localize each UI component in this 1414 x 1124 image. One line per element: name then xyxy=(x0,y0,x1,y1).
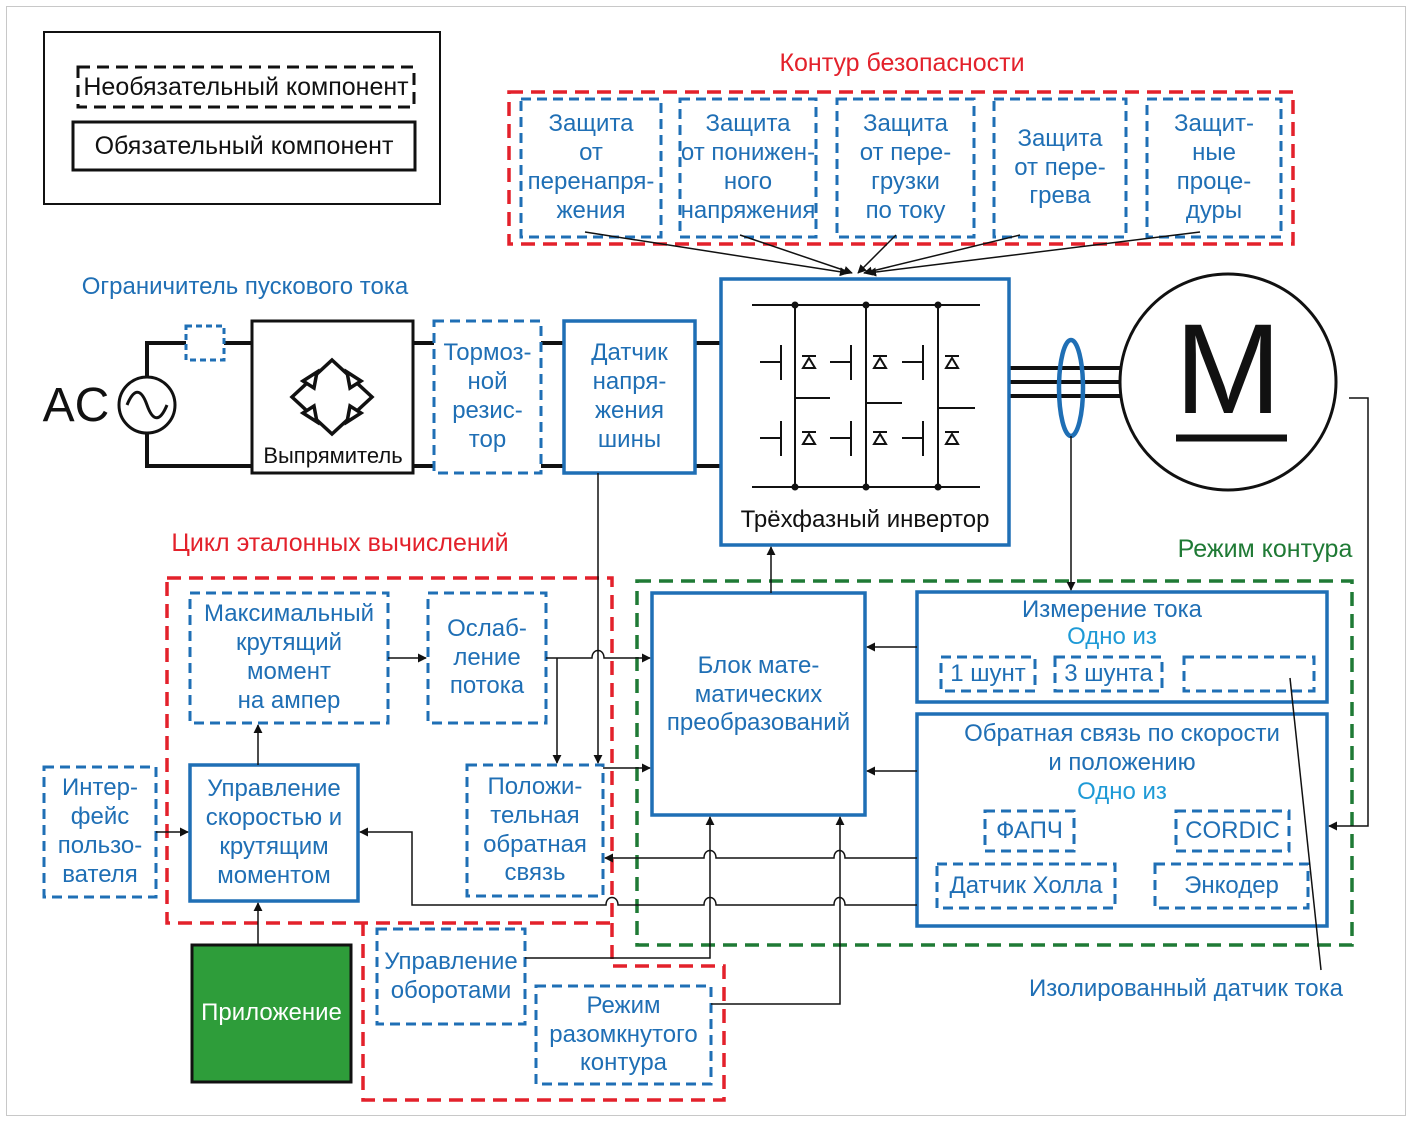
field-weakening-label: Ослаб- ление потока xyxy=(447,614,527,700)
safety-loop-title: Контур безопасности xyxy=(779,49,1025,77)
inverter-label: Трёхфазный инвертор xyxy=(740,505,990,533)
open-loop-label: Режим разомкнутого контура xyxy=(549,991,698,1077)
rectifier-box xyxy=(250,319,415,475)
legend-required-label: Обязательный компонент xyxy=(94,132,394,160)
motor-label: M xyxy=(1174,298,1282,442)
diode-bridge-icon xyxy=(289,357,375,437)
current-measurement-title: Измерение тока xyxy=(1022,595,1202,623)
option-encoder-box xyxy=(1153,862,1310,910)
application-box xyxy=(190,943,353,1084)
arrow-safety-3 xyxy=(857,234,897,274)
safety-box-overcurrent xyxy=(835,97,976,239)
arrow-safety-2 xyxy=(739,234,853,275)
arrow-safety-1 xyxy=(584,231,849,277)
legend-optional-swatch xyxy=(76,65,416,109)
brake-resistor-label: Тормоз- ной резис- тор xyxy=(443,339,532,453)
rectifier-label: Выпрямитель xyxy=(263,442,403,468)
mtpa-box xyxy=(188,591,390,725)
positive-feedback-label: Положи- тельная обратная связь xyxy=(483,772,587,887)
math-block-label: Блок мате- матических преобразований xyxy=(666,651,851,737)
current-measurement-one-of: Одно из xyxy=(1067,622,1157,650)
option-pll-label: ФАПЧ xyxy=(996,816,1063,844)
lower-red-border xyxy=(361,923,726,1102)
bus-voltage-sensor-box xyxy=(562,319,697,475)
option-1-shunt-box xyxy=(939,655,1037,693)
safety-label-overvoltage: Защита от перенапря- жения xyxy=(527,110,655,224)
control-mode-border xyxy=(635,579,1354,947)
current-sensor-ring xyxy=(1056,337,1086,439)
option-encoder-label: Энкодер xyxy=(1184,871,1279,899)
control-mode-title: Режим контура xyxy=(1177,535,1353,563)
isolated-current-sensor-label: Изолированный датчик тока xyxy=(1029,974,1343,1002)
option-cordic-box xyxy=(1174,809,1291,853)
ac-label: AC xyxy=(42,379,110,433)
legend-optional-label: Необязательный компонент xyxy=(83,73,409,101)
brake-resistor-box xyxy=(432,319,543,475)
legend-box xyxy=(43,31,441,205)
speed-control-label: Управление оборотами xyxy=(384,947,518,1004)
safety-box-procedures xyxy=(1145,97,1283,239)
mtpa-label: Максимальный крутящий момент на ампер xyxy=(203,600,375,714)
option-hall-box xyxy=(935,862,1117,910)
safety-label-overcurrent: Защита от пере- грузки по току xyxy=(859,110,952,224)
speed-torque-control-box xyxy=(188,763,360,903)
legend-required-swatch xyxy=(71,120,417,172)
figure-frame xyxy=(6,6,1406,1116)
positive-feedback-box xyxy=(465,763,605,898)
speed-position-one-of: Одно из xyxy=(1077,777,1167,805)
speed-torque-control-label: Управление скоростью и крутящим моментом xyxy=(205,775,343,889)
application-label: Приложение xyxy=(201,999,342,1027)
option-3-shunts-label: 3 шунта xyxy=(1064,659,1153,687)
speed-position-feedback-title: Обратная связь по скорости и положению xyxy=(964,720,1280,776)
option-cordic-label: CORDIC xyxy=(1185,816,1280,844)
arrow-safety-5 xyxy=(867,231,1201,277)
open-loop-box xyxy=(534,984,713,1086)
option-blank-box xyxy=(1182,655,1316,693)
bus-voltage-sensor-label: Датчик напря- жения шины xyxy=(591,339,668,453)
speed-control-box xyxy=(375,927,527,1026)
safety-label-overheat: Защита от пере- грева xyxy=(1014,124,1106,210)
safety-label-procedures: Защит- ные проце- дуры xyxy=(1174,110,1254,224)
option-3-shunts-box xyxy=(1053,655,1164,693)
safety-group-border xyxy=(507,90,1295,246)
safety-box-overheat xyxy=(992,97,1128,239)
option-hall-label: Датчик Холла xyxy=(949,871,1103,899)
reference-loop-title: Цикл эталонных вычислений xyxy=(171,529,509,557)
option-pll-box xyxy=(983,809,1076,853)
option-1-shunt-label: 1 шунт xyxy=(950,659,1026,687)
inrush-limiter-label: Ограничитель пускового тока xyxy=(81,272,409,300)
reference-loop-border xyxy=(165,576,614,925)
user-interface-label: Интер- фейс пользо- вателя xyxy=(57,774,143,888)
safety-box-overvoltage xyxy=(519,97,663,239)
arrow-safety-4 xyxy=(863,234,1021,276)
safety-label-undervoltage: Защита от понижен- ного напряжения xyxy=(680,110,816,224)
math-block-box xyxy=(650,591,867,817)
option-blank-label xyxy=(1184,657,1314,691)
inrush-limiter-box xyxy=(184,324,226,362)
